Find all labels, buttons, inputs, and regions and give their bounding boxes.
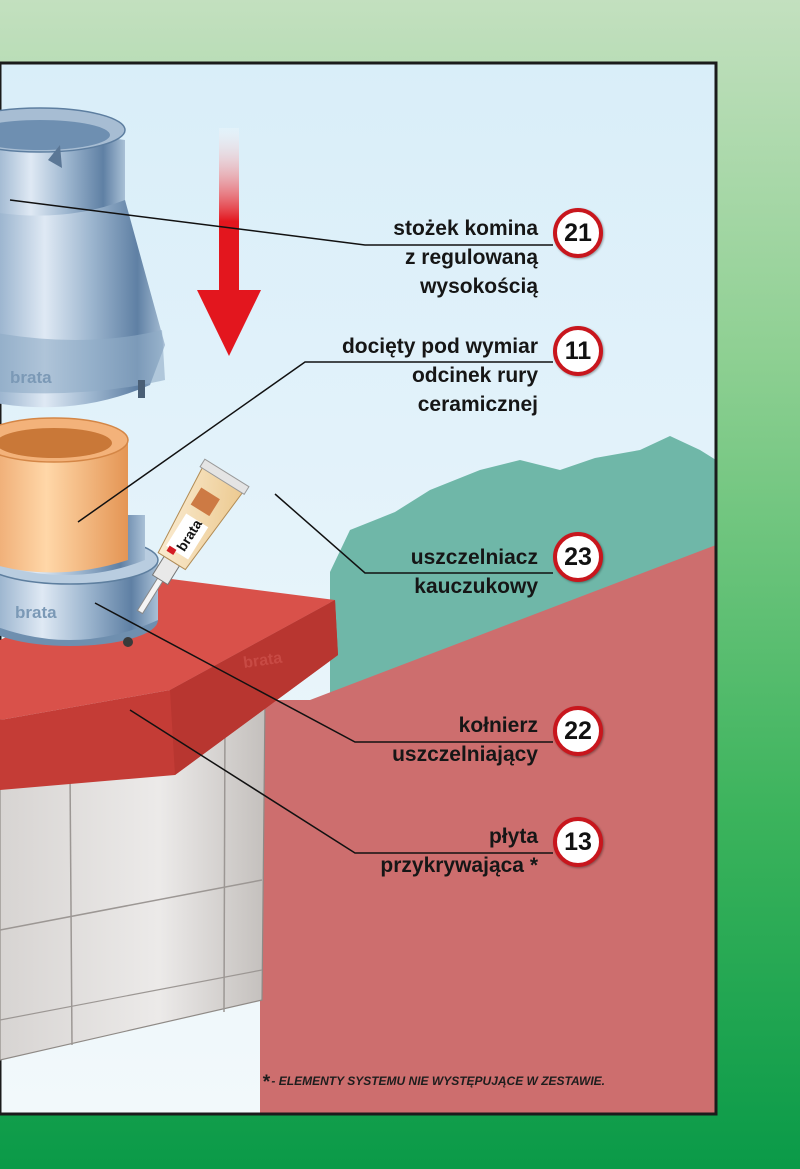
callout-11-line-3: ceramicznej xyxy=(417,393,538,416)
svg-text:brata: brata xyxy=(10,368,52,387)
callout-label-23: uszczelniacz kauczukowy xyxy=(411,543,538,601)
leader-lines xyxy=(9,199,553,854)
down-arrow-icon xyxy=(197,128,261,356)
callout-13-line-1: płyta xyxy=(488,825,538,848)
leader-line-23 xyxy=(274,493,553,574)
brand-embossing: brata xyxy=(242,650,283,672)
callout-label-22: kołnierz uszczelniający xyxy=(392,711,538,769)
ceramic-pipe xyxy=(0,417,129,573)
callout-11-line-2: odcinek rury xyxy=(411,364,538,387)
callout-label-13: płyta przykrywająca * xyxy=(380,822,538,880)
callout-badge-22: 22 xyxy=(553,706,603,756)
sealant-tube-icon: brata xyxy=(136,458,250,615)
chimney-body xyxy=(0,699,266,1061)
svg-text:brata: brata xyxy=(15,603,57,622)
callout-11-line-1: docięty pod wymiar xyxy=(341,335,538,358)
leader-line-22 xyxy=(94,602,553,743)
callout-23-line-1: uszczelniacz xyxy=(410,546,538,569)
callout-13-line-2: przykrywająca * xyxy=(380,854,538,877)
footnote-asterisk: * xyxy=(262,1072,270,1093)
callout-21-line-1: stożek komina xyxy=(393,217,538,240)
callout-badge-13: 13 xyxy=(553,817,603,867)
callout-badge-23: 23 xyxy=(553,532,603,582)
leader-line-13 xyxy=(129,709,553,854)
callout-21-line-3: wysokością xyxy=(420,275,538,298)
callout-label-21: stożek komina z regulowaną wysokością xyxy=(393,214,538,301)
leader-line-21 xyxy=(9,199,553,246)
callout-23-line-2: kauczukowy xyxy=(414,575,538,598)
leader-line-11 xyxy=(77,361,553,523)
chimney-cone: brata xyxy=(0,107,165,408)
callout-badge-21: 21 xyxy=(553,208,603,258)
footnote-text: - ELEMENTY SYSTEMU NIE WYSTĘPUJĄCE W ZES… xyxy=(271,1074,605,1088)
footnote: *- ELEMENTY SYSTEMU NIE WYSTĘPUJĄCE W ZE… xyxy=(262,1072,708,1094)
callout-22-line-1: kołnierz xyxy=(458,714,538,737)
callout-21-line-2: z regulowaną xyxy=(404,246,538,269)
callout-label-11: docięty pod wymiar odcinek rury ceramicz… xyxy=(342,332,538,419)
callout-badge-11: 11 xyxy=(553,326,603,376)
callout-22-line-2: uszczelniający xyxy=(392,743,538,766)
